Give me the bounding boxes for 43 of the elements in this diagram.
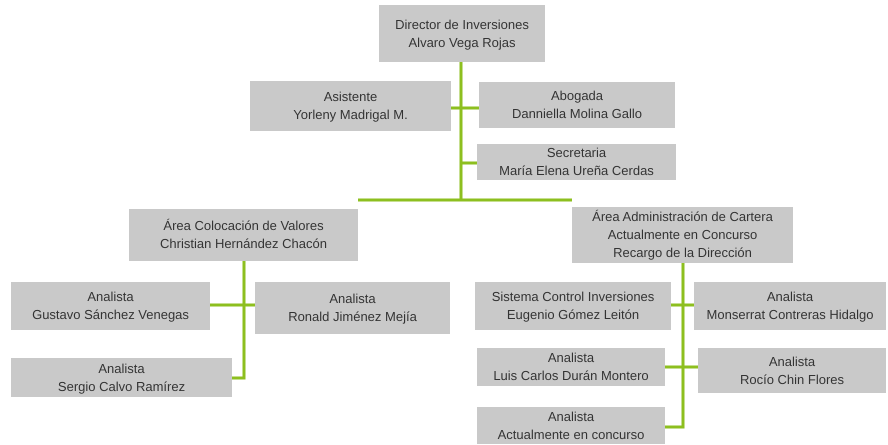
position-box [11, 282, 210, 330]
position-box [129, 209, 358, 261]
position-title: Asistente [324, 88, 378, 106]
position-box [379, 5, 545, 62]
position-title: Analista [98, 360, 145, 378]
position-holder: Actualmente en Concurso [608, 226, 758, 244]
position-holder: María Elena Ureña Cerdas [499, 162, 654, 180]
position-box [11, 358, 232, 397]
position-holder: Christian Hernández Chacón [160, 235, 327, 253]
position-box [475, 282, 671, 330]
position-title: Analista [768, 352, 816, 370]
position-title: Área Administración de Cartera [592, 208, 773, 226]
position-box [572, 207, 793, 263]
position-title: Analista [548, 408, 594, 426]
position-box [250, 81, 451, 131]
position-box [694, 282, 886, 330]
position-title: Sistema Control Inversiones [492, 288, 654, 306]
position-holder: Ronald Jiménez Mejía [288, 308, 417, 326]
position-holder: Alvaro Vega Rojas [408, 34, 516, 52]
position-box [479, 82, 675, 128]
position-title: Analista [766, 288, 814, 306]
position-box [255, 282, 450, 334]
position-box [477, 144, 676, 180]
position-holder: Gustavo Sánchez Venegas [32, 306, 189, 324]
position-holder: Sergio Calvo Ramírez [58, 378, 186, 396]
position-holder: Recargo de la Dirección [613, 244, 752, 262]
position-title: Analista [548, 349, 594, 367]
position-holder: Luis Carlos Durán Montero [493, 367, 649, 385]
position-title: Abogada [550, 87, 604, 105]
position-title: Secretaria [546, 144, 606, 162]
position-title: Director de Inversiones [395, 16, 529, 34]
position-box [477, 407, 665, 444]
position-box [477, 348, 665, 386]
position-box [698, 348, 886, 393]
position-title: Analista [87, 288, 134, 306]
position-title: Área Colocación de Valores [163, 217, 324, 235]
position-holder: Eugenio Gómez Leitón [506, 306, 640, 324]
position-holder: Yorleny Madrigal M. [293, 106, 408, 124]
position-holder: Rocío Chin Flores [740, 370, 844, 388]
position-holder: Actualmente en concurso [498, 426, 644, 444]
position-holder: Danniella Molina Gallo [512, 105, 642, 123]
position-holder: Monserrat Contreras Hidalgo [706, 306, 874, 324]
position-title: Analista [329, 290, 376, 308]
